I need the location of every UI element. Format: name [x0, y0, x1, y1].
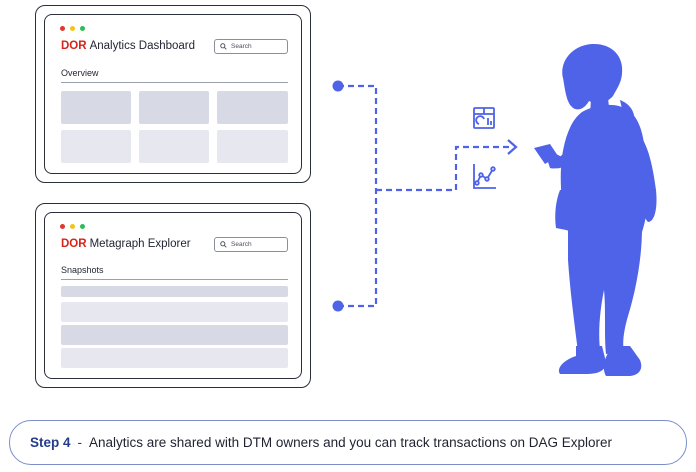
search-input[interactable]: Search: [214, 237, 288, 252]
line-chart-icon: [473, 164, 496, 189]
bracket-connector: [338, 84, 378, 308]
step-caption: Step 4 - Analytics are shared with DTM o…: [9, 420, 687, 465]
step-label: Step 4: [30, 435, 71, 450]
flow-diagram: [332, 44, 657, 376]
app-title-text: Analytics Dashboard: [89, 40, 196, 52]
card-placeholder: [61, 91, 131, 124]
divider: [61, 82, 288, 83]
search-input[interactable]: Search: [214, 39, 288, 54]
arrow-head: [507, 139, 518, 155]
connector-dot-bottom: [332, 300, 344, 312]
list-row: [61, 286, 288, 297]
card-placeholder: [139, 130, 209, 163]
app-title-text: Metagraph Explorer: [89, 238, 191, 250]
card-placeholder: [217, 91, 288, 124]
minimize-dot[interactable]: [70, 26, 75, 31]
card-placeholder: [139, 91, 209, 124]
close-dot[interactable]: [60, 26, 65, 31]
section-title-overview: Overview: [61, 68, 99, 78]
brand-label: DOR: [61, 238, 87, 250]
card-placeholder: [61, 130, 131, 163]
maximize-dot[interactable]: [80, 26, 85, 31]
step-description: Analytics are shared with DTM owners and…: [89, 435, 612, 450]
search-icon: [220, 241, 227, 248]
search-placeholder: Search: [231, 43, 252, 50]
connector-dot-top: [332, 80, 344, 92]
brand-label: DOR: [61, 40, 87, 52]
card-placeholder: [217, 130, 288, 163]
dashboard-icon: [473, 107, 495, 129]
step-separator: -: [77, 435, 83, 450]
list-row: [61, 302, 288, 322]
window-controls: [60, 224, 85, 229]
search-placeholder: Search: [231, 241, 252, 248]
arrow-connector: [376, 145, 513, 192]
minimize-dot[interactable]: [70, 224, 75, 229]
person-silhouette: [534, 44, 657, 376]
window-controls: [60, 26, 85, 31]
section-title-snapshots: Snapshots: [61, 265, 104, 275]
list-row: [61, 348, 288, 368]
close-dot[interactable]: [60, 224, 65, 229]
list-row: [61, 325, 288, 345]
divider: [61, 279, 288, 280]
connector-lines: [338, 84, 513, 308]
maximize-dot[interactable]: [80, 224, 85, 229]
search-icon: [220, 43, 227, 50]
